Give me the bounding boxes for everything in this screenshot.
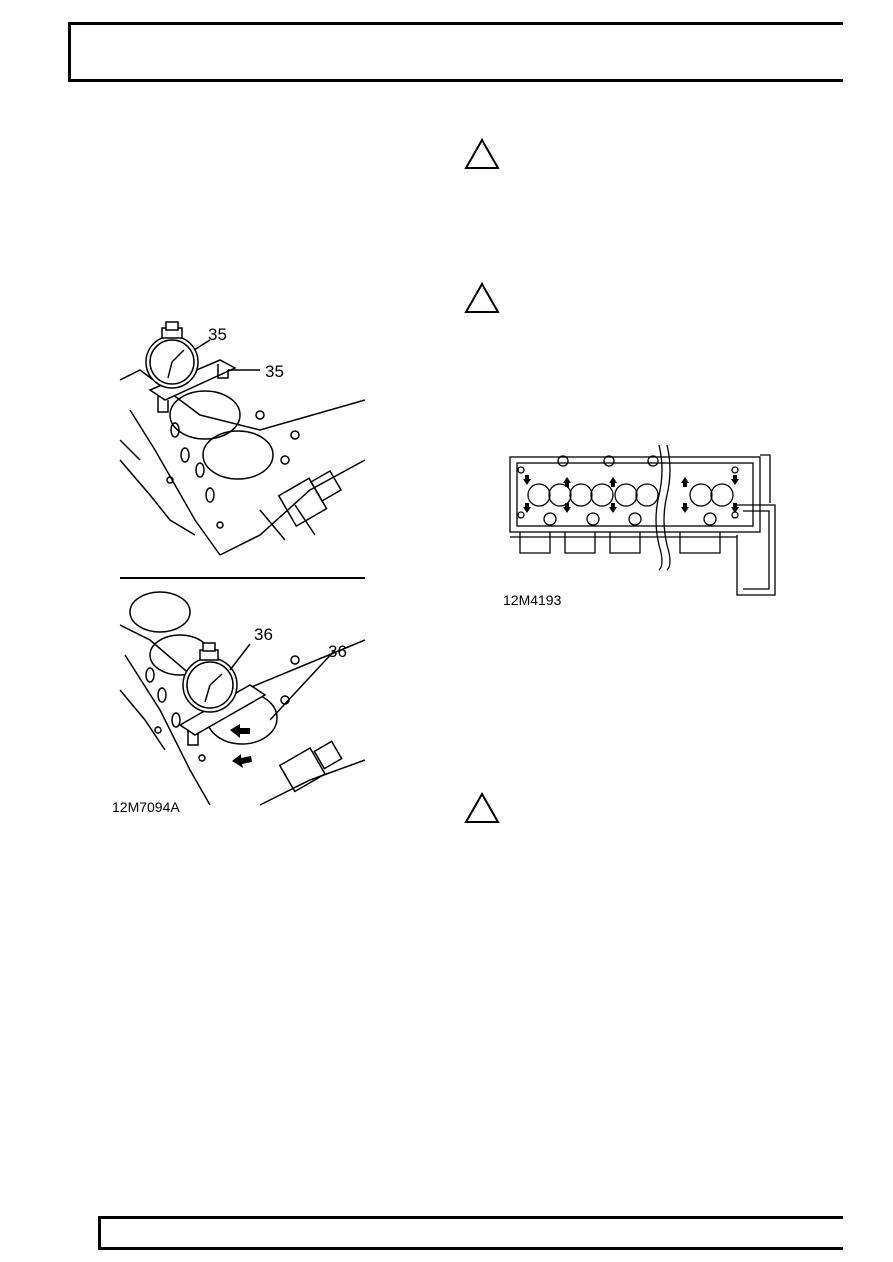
warning-triangle-icon: [464, 282, 500, 314]
dial-gauge-figure: [110, 320, 370, 820]
callout-label: 36: [328, 642, 347, 661]
callout-label: 35: [208, 325, 227, 344]
warning-triangle-icon: [464, 792, 500, 824]
page-footer-frame: [98, 1216, 843, 1250]
figure-reference: 12M4193: [503, 592, 562, 608]
callout-label: 35: [265, 362, 284, 381]
warning-triangle-icon: [464, 138, 500, 170]
page-header-frame: [68, 22, 843, 82]
cylinder-head-figure: [505, 445, 790, 605]
callout-label: 36: [254, 625, 273, 644]
figure-reference: 12M7094A: [112, 799, 180, 815]
